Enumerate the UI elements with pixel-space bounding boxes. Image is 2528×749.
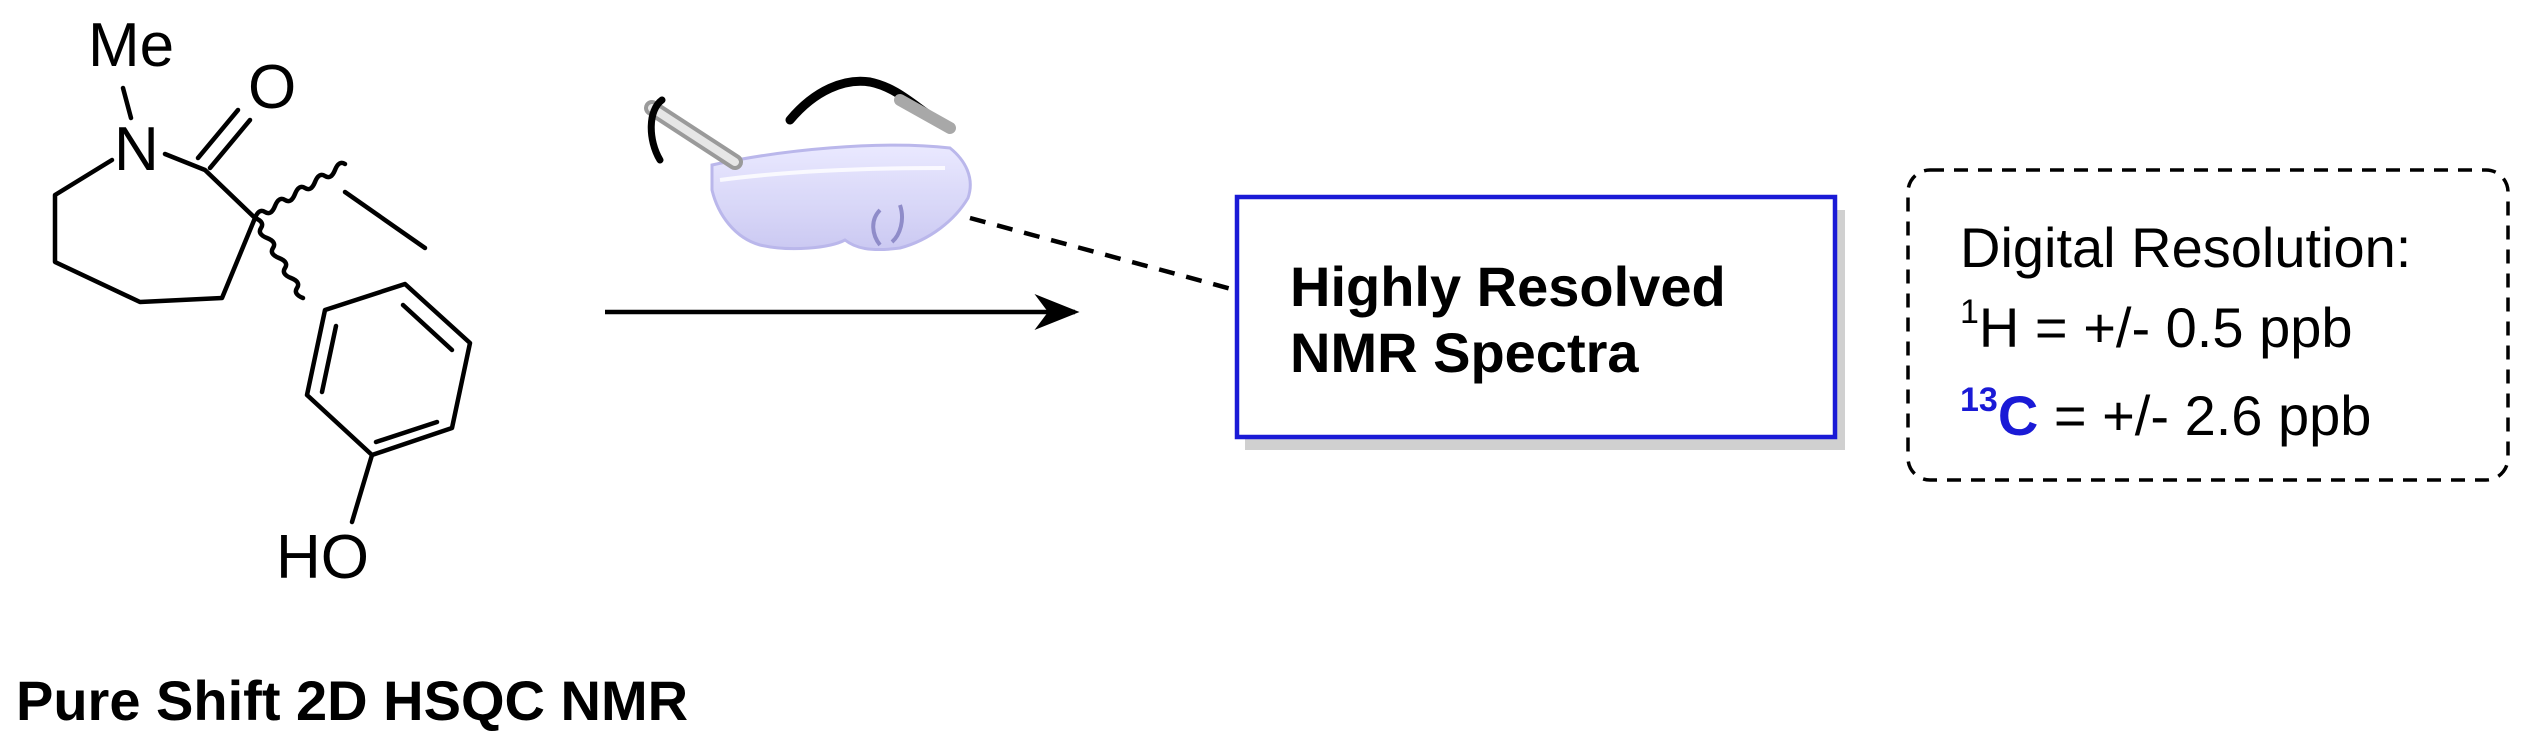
resolution-text: Digital Resolution: 1H = +/- 0.5 ppb 13C… [1960,208,2411,464]
resolution-title: Digital Resolution: [1960,216,2412,279]
result-line-1: Highly Resolved [1290,255,1726,318]
resolution-box [1906,168,2510,482]
caption: Pure Shift 2D HSQC NMR [16,669,689,732]
nitrogen-label: N [114,115,159,184]
azepane-ring [52,151,258,305]
result-box [1234,194,1838,440]
benzene-ring [304,281,473,458]
benzene-double-1 [400,302,455,353]
h-isotope-mass: 1 [1960,293,1979,331]
h-element: H [1978,296,2020,359]
oxygen-label: O [248,53,296,122]
c-resolution-value: = +/- 2.6 ppb [2038,384,2372,447]
h-resolution-value: = +/- 0.5 ppb [2019,296,2353,359]
resolution-c-line: 13C = +/- 2.6 ppb [1960,376,2411,464]
molecule-structure [52,85,473,525]
carbonyl-bond-1 [207,117,253,171]
c-isotope-mass: 13 [1960,381,1998,419]
glasses-connector-dash [969,215,1236,293]
benzene-double-2 [373,419,440,445]
benzene-double-3 [319,323,339,395]
resolution-h-line: 1H = +/- 0.5 ppb [1960,288,2411,376]
ethyl-bond [342,189,428,251]
c-element: C [1997,384,2039,447]
safety-glasses-icon [644,76,972,252]
carbonyl-bond-2 [195,107,241,161]
result-box-label: Highly Resolved NMR Spectra [1290,254,1726,386]
result-line-2: NMR Spectra [1290,321,1639,384]
n-methyl-bond [120,85,134,121]
hydroxyl-bond [349,452,375,525]
methyl-label: Me [88,11,174,80]
aryl-wavy-bond [252,215,306,301]
ethyl-wavy-bond [252,160,348,221]
hydroxyl-label: HO [276,523,369,592]
